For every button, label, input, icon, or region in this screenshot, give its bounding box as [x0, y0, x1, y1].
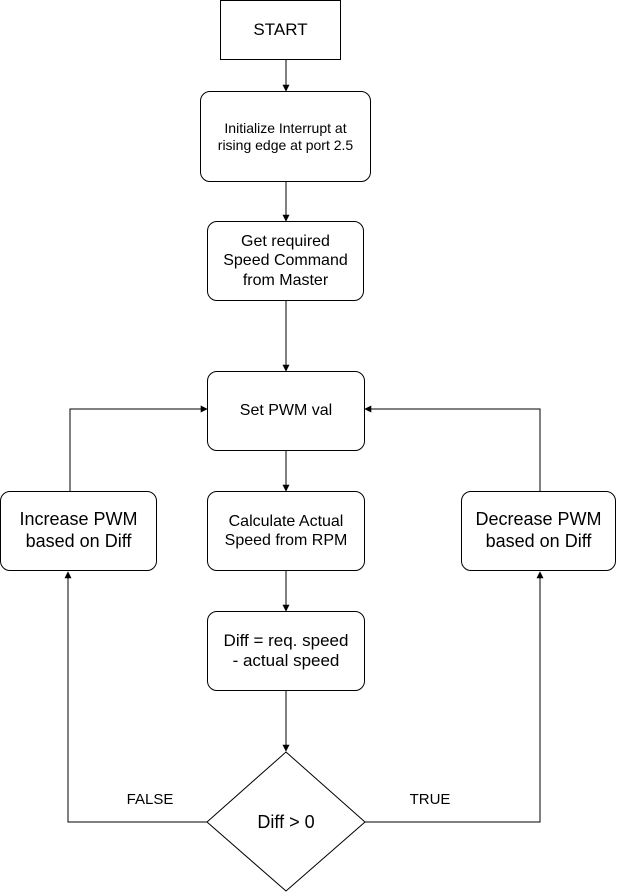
decision-diamond: [206, 751, 366, 892]
calculate-speed-node: Calculate Actual Speed from RPM: [207, 491, 365, 571]
arrow-true-to-decrease: [365, 571, 544, 823]
init-interrupt-node: Initialize Interrupt at rising edge at p…: [200, 91, 371, 182]
true-label: TRUE: [409, 791, 451, 808]
start-node: START: [220, 0, 341, 60]
diff-node: Diff = req. speed - actual speed: [207, 611, 365, 691]
set-pwm-node: Set PWM val: [207, 371, 365, 451]
arrow-decrease-to-set-pwm: [364, 405, 541, 491]
arrow-increase-to-set-pwm: [69, 405, 208, 491]
increase-pwm-node: Increase PWM based on Diff: [0, 491, 157, 571]
decision-label: Diff > 0: [257, 811, 315, 832]
arrow-false-to-increase: [64, 571, 207, 823]
get-speed-command-node: Get required Speed Command from Master: [207, 221, 364, 301]
decrease-pwm-node: Decrease PWM based on Diff: [461, 491, 616, 571]
false-label: FALSE: [126, 791, 174, 808]
